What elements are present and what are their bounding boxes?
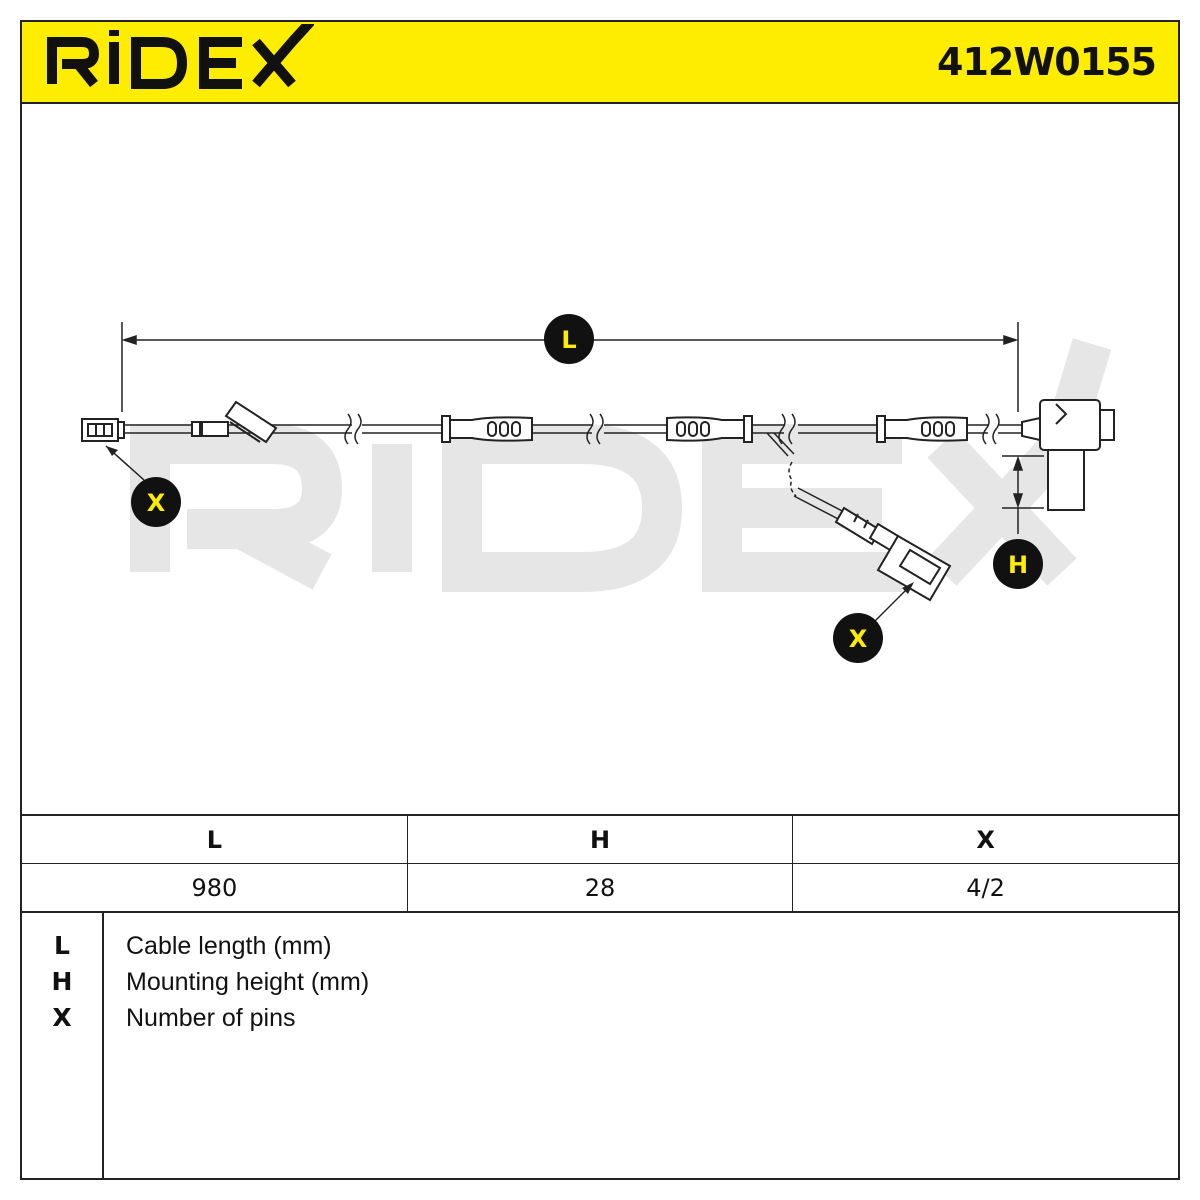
part-number: 412W0155	[937, 40, 1157, 84]
cable-clip	[201, 400, 278, 444]
length-callout-label: L	[561, 326, 576, 354]
legend: L Cable length (mm) H Mounting height (m…	[22, 912, 1178, 1178]
legend-row: X Number of pins	[22, 1000, 1178, 1036]
legend-row: H Mounting height (mm)	[22, 964, 1178, 1000]
sensor-drawing: L	[81, 314, 1115, 663]
spec-table-header-row: L H X	[22, 814, 1178, 864]
left-plug-connector	[81, 418, 201, 442]
spec-header-height: H	[406, 814, 794, 864]
legend-desc: Number of pins	[126, 1004, 296, 1032]
watermark-logo	[130, 338, 1112, 592]
pins-callout-right-label: X	[849, 625, 868, 653]
height-callout-label: H	[1008, 551, 1028, 579]
legend-desc: Mounting height (mm)	[126, 968, 370, 996]
spec-value-height: 28	[406, 863, 794, 913]
legend-divider	[102, 912, 104, 1178]
spec-header-length: L	[22, 814, 408, 864]
spec-header-pins: X	[792, 814, 1178, 864]
pins-callout-left: X	[105, 445, 181, 527]
pins-callout-left-label: X	[147, 489, 166, 517]
spec-table-value-row: 980 28 4/2	[22, 863, 1178, 913]
branch-plug-connector	[834, 506, 952, 602]
spec-value-pins: 4/2	[792, 863, 1178, 913]
legend-key: X	[52, 1003, 72, 1032]
legend-desc: Cable length (mm)	[126, 932, 332, 960]
height-dimension	[1002, 455, 1044, 534]
sensor-head	[1021, 399, 1115, 511]
cable-break-marks	[344, 413, 1000, 445]
branch-cable	[766, 432, 849, 523]
datasheet: 412W0155 L	[20, 20, 1180, 1180]
spec-value-length: 980	[22, 863, 408, 913]
spec-table: L H X 980 28 4/2	[22, 814, 1178, 913]
grommet-1	[441, 415, 533, 443]
pins-callout-right: X	[833, 582, 914, 663]
height-callout: H	[993, 539, 1043, 589]
brand-logo	[47, 24, 314, 89]
header-bar: 412W0155	[22, 22, 1178, 104]
legend-key: L	[54, 931, 70, 960]
legend-key: H	[51, 967, 73, 996]
legend-row: L Cable length (mm)	[22, 928, 1178, 964]
length-callout: L	[544, 314, 594, 364]
grommet-3	[876, 415, 968, 443]
grommet-2	[666, 415, 753, 443]
